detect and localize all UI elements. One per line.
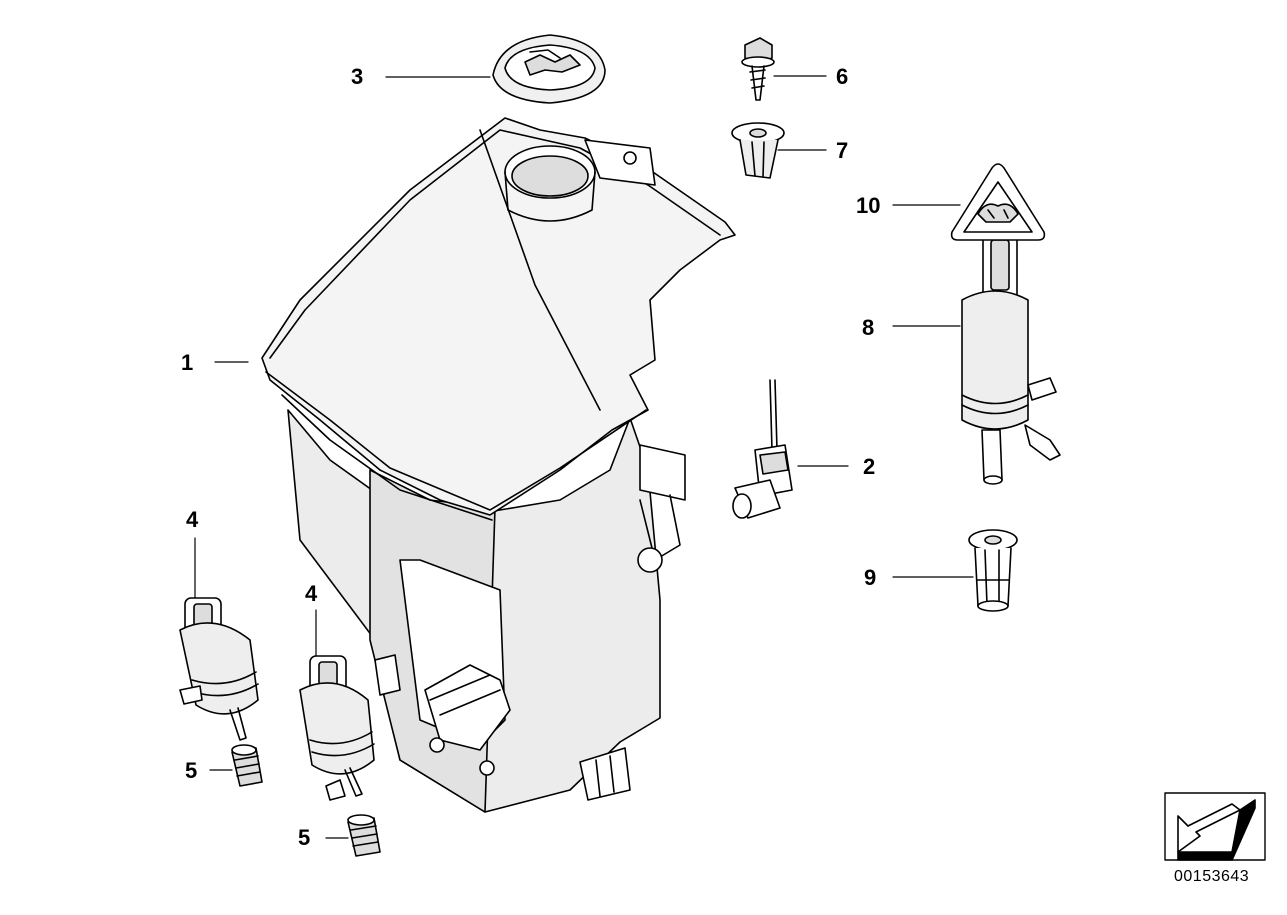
diagram-number: 00153643 <box>1174 868 1250 885</box>
callout-1: 1 <box>181 350 194 375</box>
callout-6: 6 <box>836 64 849 89</box>
pump-filter <box>968 529 1018 612</box>
washer-pump-right <box>299 655 375 801</box>
plastic-nut <box>731 122 785 179</box>
callout-9: 9 <box>864 565 877 590</box>
warning-label <box>950 163 1046 241</box>
callout-4-right: 4 <box>305 581 318 606</box>
strainer-lower <box>347 814 381 857</box>
callout-10: 10 <box>856 193 881 218</box>
screw <box>741 37 775 101</box>
leader-lines <box>194 75 974 839</box>
navigation-arrow-icon <box>1164 792 1266 861</box>
strainer-upper <box>231 744 263 787</box>
filler-cap <box>492 34 606 104</box>
callout-5-lower: 5 <box>298 825 311 850</box>
washer-pump-left <box>179 597 259 741</box>
washer-fluid-reservoir <box>261 117 736 813</box>
callout-5-upper: 5 <box>185 758 198 783</box>
callout-4-left: 4 <box>186 507 199 532</box>
callout-3: 3 <box>351 64 364 89</box>
headlight-washer-pump <box>961 229 1061 485</box>
level-sensor <box>732 379 793 519</box>
callout-8: 8 <box>862 315 875 340</box>
callout-2: 2 <box>863 454 876 479</box>
callout-7: 7 <box>836 138 849 163</box>
